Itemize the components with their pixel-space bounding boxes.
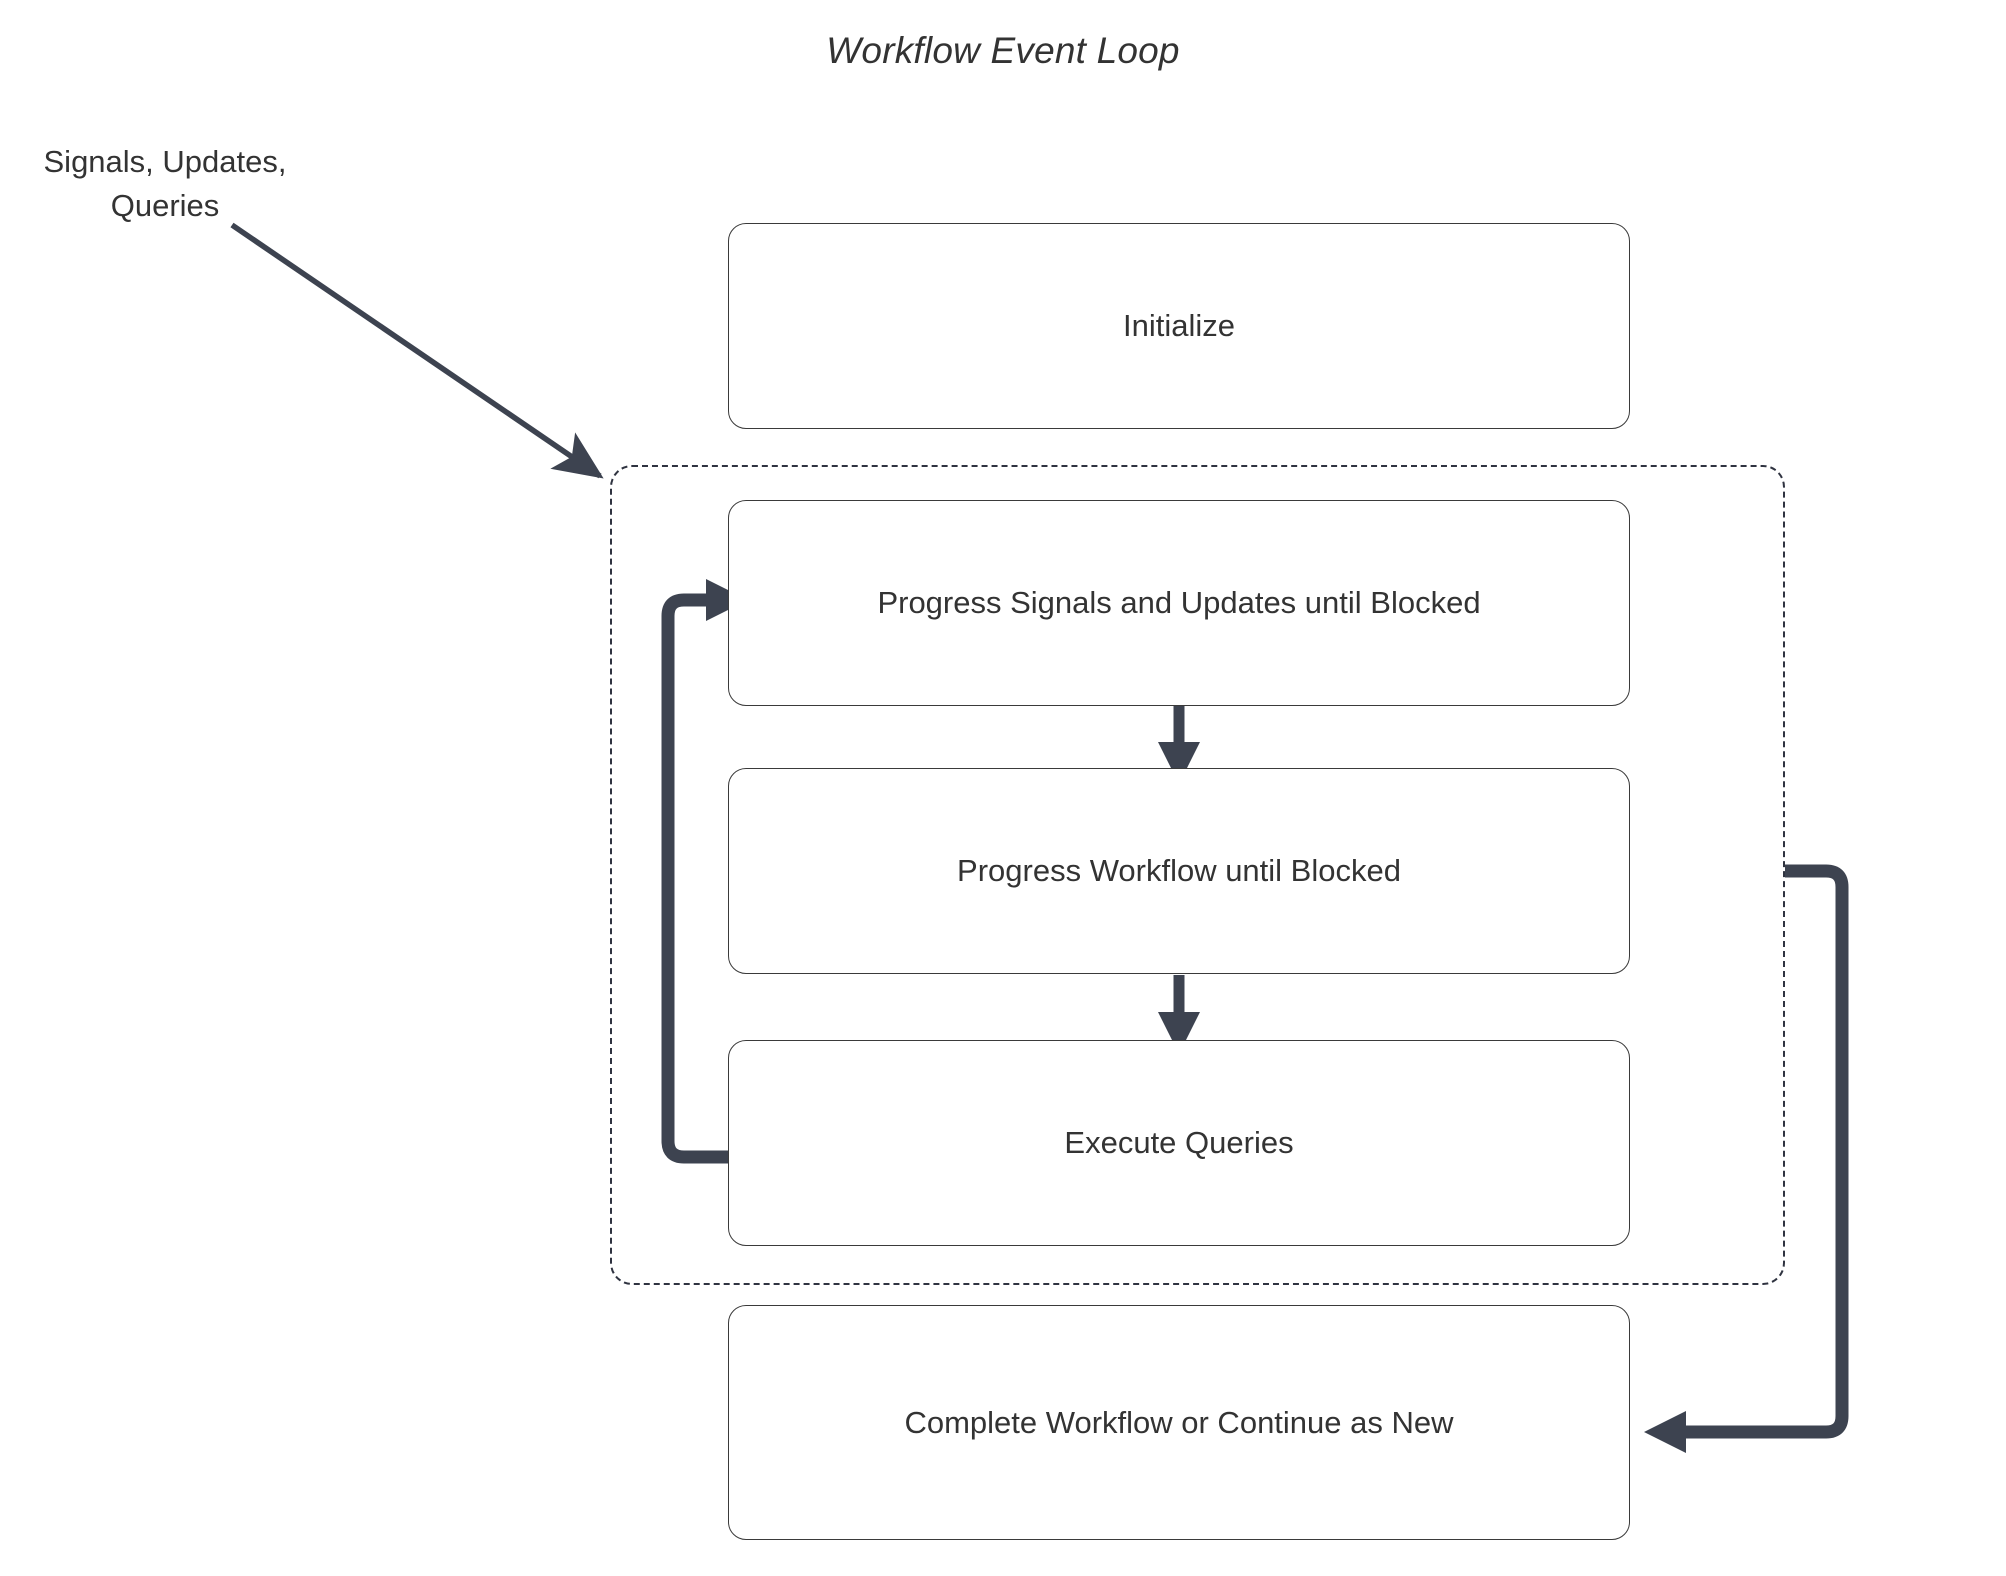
- node-initialize[interactable]: Initialize: [728, 223, 1630, 429]
- page-title: Workflow Event Loop: [826, 30, 1180, 71]
- external-input-label: Signals, Updates, Queries: [43, 144, 287, 223]
- node-progress-signals-label: Progress Signals and Updates until Block…: [877, 585, 1481, 620]
- node-complete-workflow[interactable]: Complete Workflow or Continue as New: [728, 1305, 1630, 1540]
- node-progress-workflow-label: Progress Workflow until Blocked: [957, 853, 1401, 888]
- node-complete-workflow-label: Complete Workflow or Continue as New: [904, 1404, 1454, 1440]
- node-execute-queries[interactable]: Execute Queries: [728, 1040, 1630, 1246]
- node-progress-workflow[interactable]: Progress Workflow until Blocked: [728, 768, 1630, 974]
- node-initialize-label: Initialize: [1123, 308, 1235, 343]
- node-progress-signals[interactable]: Progress Signals and Updates until Block…: [728, 500, 1630, 706]
- edge-input-to-loop: [230, 222, 604, 479]
- node-execute-queries-label: Execute Queries: [1064, 1125, 1294, 1160]
- loop-container: [610, 465, 1785, 1285]
